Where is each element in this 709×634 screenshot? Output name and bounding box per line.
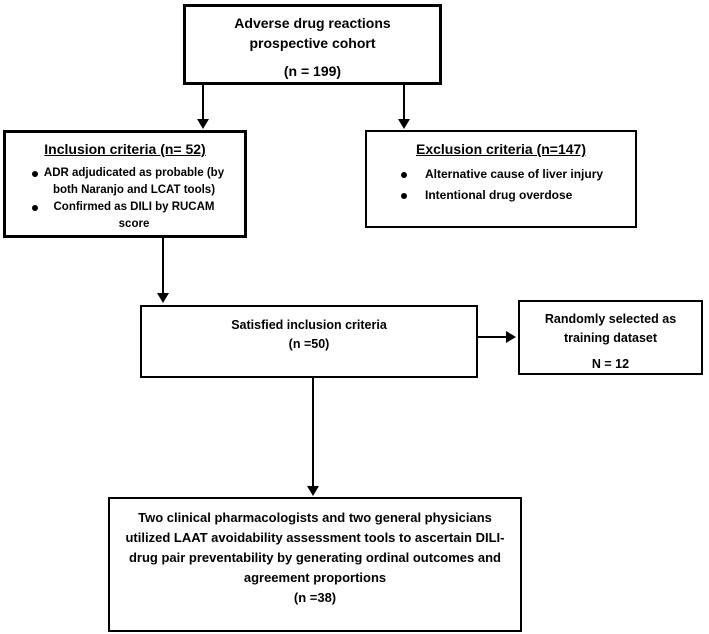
training-line: training dataset [563,331,658,345]
training-dataset-box: Randomly selected as training dataset N … [518,300,703,375]
exclusion-criteria-box: Exclusion criteria (n=147) Alternative c… [365,130,637,228]
bullet-icon [401,193,407,199]
list-item: Alternative cause of liver injury [367,166,635,182]
inclusion-bullet-text: ADR adjudicated as probable (by both Nar… [38,165,230,199]
cohort-count: (n = 199) [283,63,342,79]
arrow-head-icon [197,119,209,129]
cohort-box: Adverse drug reactions prospective cohor… [183,4,442,85]
assessment-box: Two clinical pharmacologists and two gen… [108,497,522,632]
list-item: Intentional drug overdose [367,187,635,203]
arrow-head-icon [506,331,516,343]
arrow-shaft [202,85,204,119]
arrow-shaft [312,378,314,487]
arrow-head-icon [307,486,319,496]
assessment-line: Two clinical pharmacologists and two gen… [138,510,492,525]
list-item: ADR adjudicated as probable (by both Nar… [6,165,244,199]
satisfied-line: Satisfied inclusion criteria [231,318,387,332]
exclusion-bullet-list: Alternative cause of liver injury Intent… [367,166,635,203]
inclusion-bullet-text: Confirmed as DILI by RUCAM score [38,199,230,233]
bullet-icon [32,205,38,211]
assessment-line: utilized LAAT avoidability assessment to… [125,530,505,545]
assessment-line: agreement proportions [243,570,387,585]
bullet-line: score [118,218,150,230]
assessment-count: (n =38) [293,590,337,605]
bullet-icon [401,172,407,178]
exclusion-bullet-text: Intentional drug overdose [425,188,573,202]
cohort-line: Adverse drug reactions [234,15,391,31]
training-count: N = 12 [591,357,630,371]
inclusion-criteria-box: Inclusion criteria (n= 52) ADR adjudicat… [3,130,247,238]
inclusion-heading: Inclusion criteria (n= 52) [44,141,206,157]
cohort-line: prospective cohort [249,35,376,51]
assessment-line: drug pair preventability by generating o… [128,550,501,565]
bullet-line: both Naranjo and LCAT tools) [52,184,216,196]
exclusion-bullet-text: Alternative cause of liver injury [425,167,604,181]
bullet-line: Confirmed as DILI by RUCAM [53,201,215,213]
bullet-line: ADR adjudicated as probable (by [43,167,225,179]
arrow-shaft [478,336,507,338]
arrow-head-icon [398,119,410,129]
bullet-icon [32,171,38,177]
satisfied-count: (n =50) [288,337,330,351]
arrow-head-icon [157,293,169,303]
inclusion-bullet-list: ADR adjudicated as probable (by both Nar… [6,165,244,233]
list-item: Confirmed as DILI by RUCAM score [6,199,244,233]
training-line: Randomly selected as [544,312,677,326]
satisfied-criteria-box: Satisfied inclusion criteria (n =50) [140,305,478,378]
arrow-shaft [162,238,164,294]
arrow-shaft [403,85,405,119]
exclusion-heading: Exclusion criteria (n=147) [415,141,587,157]
